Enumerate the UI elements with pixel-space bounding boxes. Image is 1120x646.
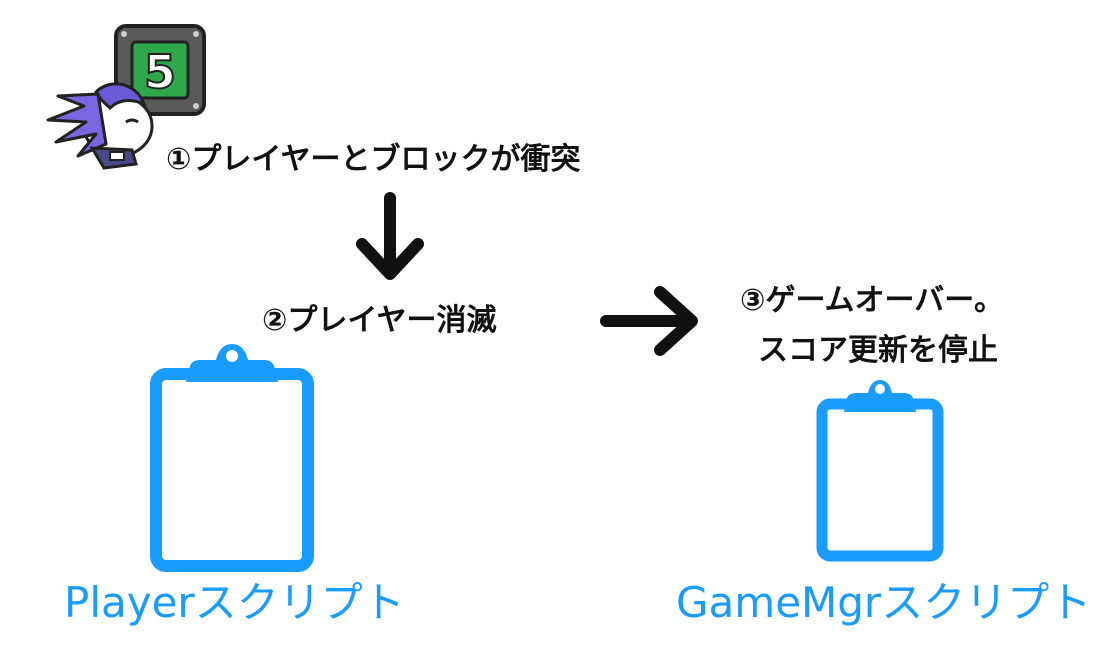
arrow-right-icon [598,284,702,358]
block-number: 5 [144,45,176,99]
step3-line1: ③ゲームオーバー。 [740,283,1004,318]
player-character-illustration [40,64,160,176]
clipboard-icon-player [150,340,314,572]
step3-line2: スコア更新を停止 [758,333,998,368]
clipboard-icon-gamemgr [816,376,944,562]
player-script-label: Playerスクリプト [64,578,405,627]
arrow-down-icon [350,192,430,284]
gamemgr-script-label: GameMgrスクリプト [676,578,1092,627]
step2-text: ②プレイヤー消滅 [262,303,497,338]
step1-text: ①プレイヤーとブロックが衝突 [166,142,581,177]
